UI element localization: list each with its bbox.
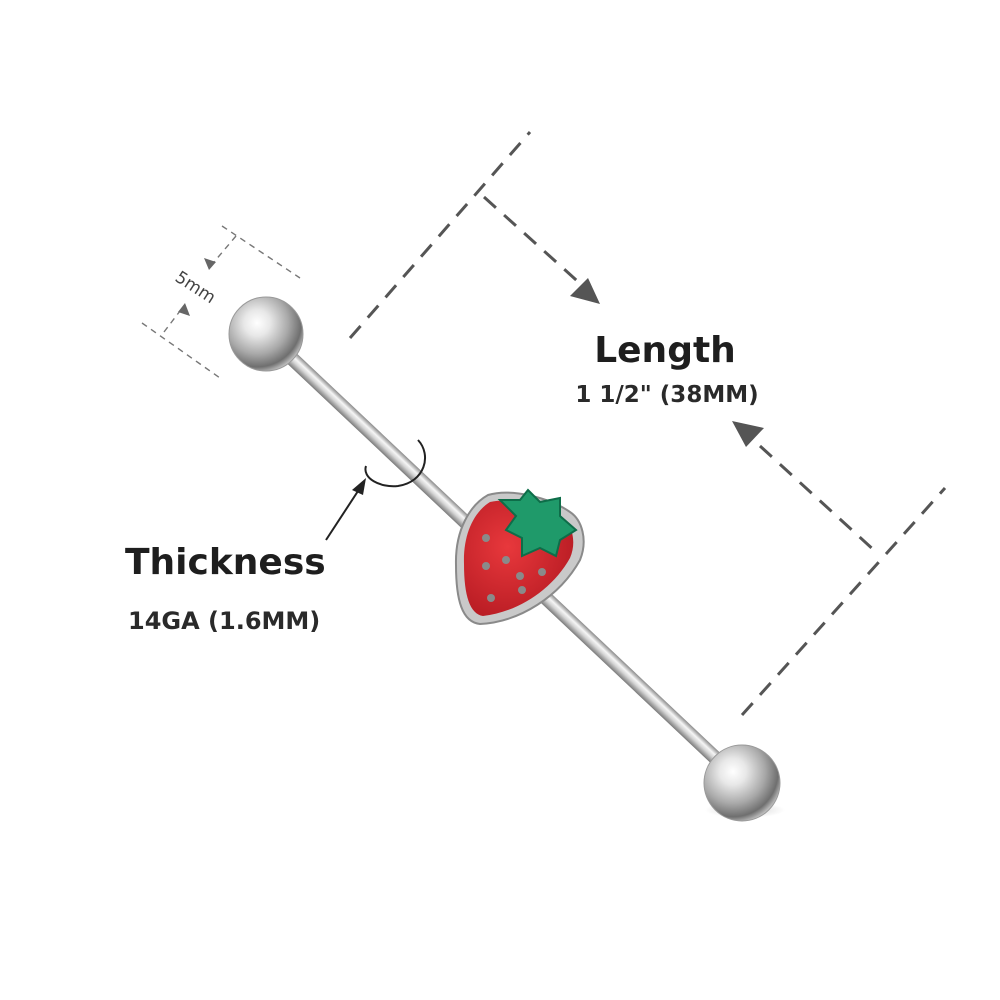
thickness-pointer-arrow-icon xyxy=(352,478,366,495)
rotation-arrow-icon xyxy=(364,439,427,488)
small-arrow-up-icon xyxy=(178,303,190,316)
ball-size-dim-line-top xyxy=(213,235,237,263)
thickness-title: Thickness xyxy=(125,542,326,583)
ball-size-extension-bottom xyxy=(141,322,221,379)
seed xyxy=(516,572,524,580)
seed xyxy=(518,586,526,594)
seed xyxy=(502,556,510,564)
barbell-end-ball-bottom xyxy=(703,744,781,822)
length-extension-line-top xyxy=(348,131,532,339)
seed xyxy=(487,594,495,602)
length-value: 1 1/2" (38MM) xyxy=(575,382,758,408)
strawberry-seeds xyxy=(482,534,546,602)
length-dimension-line-upper xyxy=(482,195,586,289)
seed xyxy=(482,534,490,542)
length-extension-line-bottom xyxy=(740,487,947,716)
ball-size-label: 5mm xyxy=(171,267,219,308)
seed xyxy=(482,562,490,570)
thickness-indicator xyxy=(325,439,427,541)
length-title: Length xyxy=(594,330,736,371)
length-dimension xyxy=(348,131,947,716)
seed xyxy=(538,568,546,576)
strawberry-leaf xyxy=(497,488,578,558)
thickness-value: 14GA (1.6MM) xyxy=(128,607,320,635)
ball-size-extension-top xyxy=(221,225,301,279)
thickness-pointer-line xyxy=(325,487,361,541)
ball-size-dim-line-bottom xyxy=(163,310,181,333)
barbell-end-ball-top xyxy=(228,296,304,372)
strawberry-charm xyxy=(454,488,585,626)
small-arrow-down-icon xyxy=(204,258,216,270)
arrow-up-icon xyxy=(732,421,764,447)
arrow-down-icon xyxy=(570,278,600,304)
length-dimension-line-lower xyxy=(758,444,878,554)
